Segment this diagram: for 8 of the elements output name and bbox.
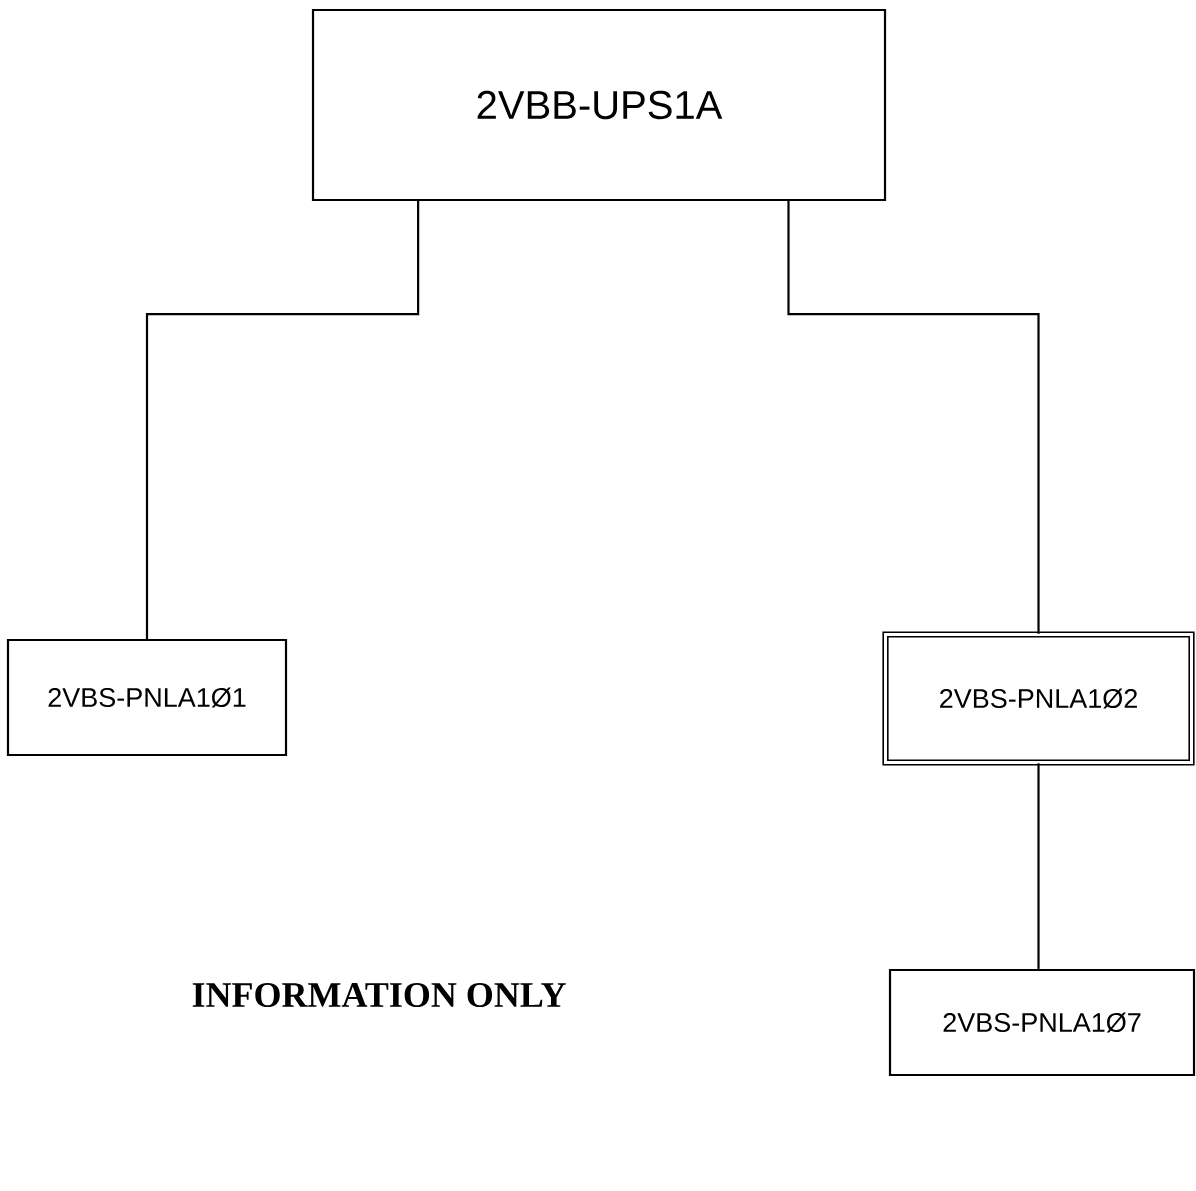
connector-line (787, 201, 1040, 634)
equipment-box: 2VBS-PNLA1Ø2 (882, 631, 1195, 766)
equipment-box: 2VBB-UPS1A (311, 8, 887, 202)
connector-line (1037, 763, 1040, 969)
equipment-box: 2VBS-PNLA1Ø7 (888, 968, 1196, 1077)
equipment-box: 2VBS-PNLA1Ø1 (6, 638, 288, 757)
connector-line (145, 201, 420, 639)
stamp-text: INFORMATION ONLY (192, 982, 566, 1008)
